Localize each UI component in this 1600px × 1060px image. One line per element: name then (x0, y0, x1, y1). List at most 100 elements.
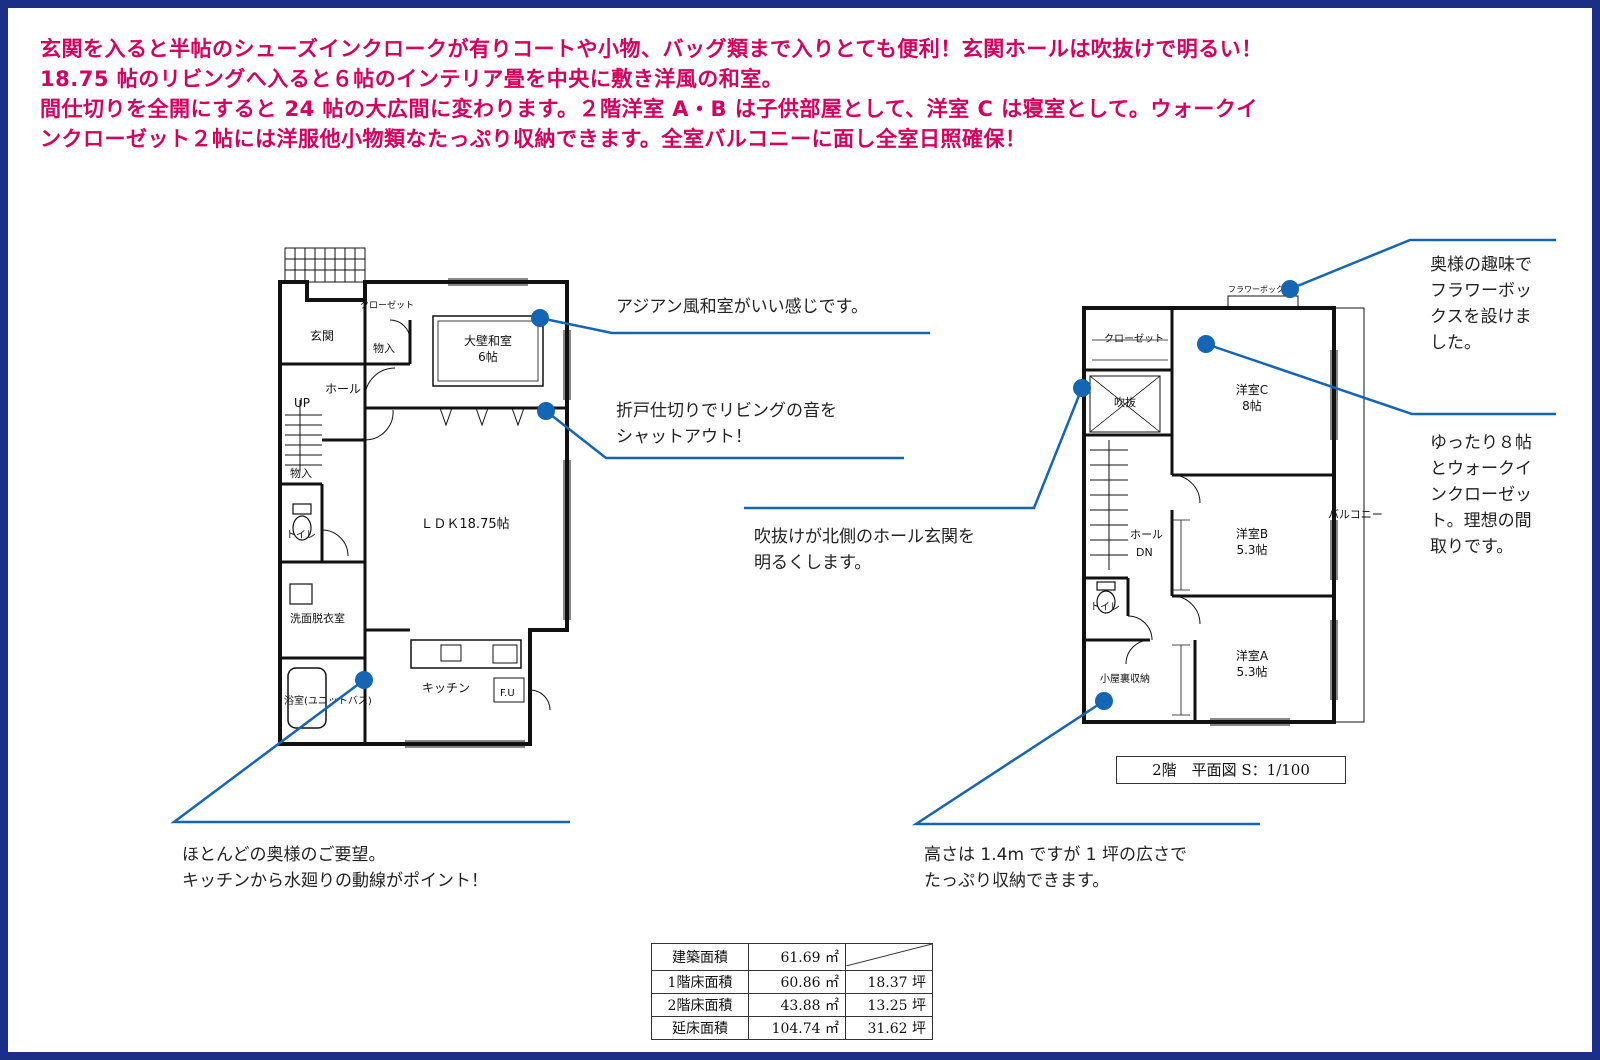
porch-grid (284, 247, 366, 283)
note-flowerbox: 奥様の趣味で フラワーボッ クスを設けま した。 (1430, 252, 1532, 356)
label-room-b-name: 洋室B (1236, 526, 1268, 541)
label-washitsu-name: 大壁和室 (464, 333, 512, 348)
headline-line-4: ンクローゼット２帖には洋服他小物類なたっぷり収納できます。全室バルコニーに面し全… (40, 127, 1027, 151)
note-mizumawari-line-2: キッチンから水廻りの動線がポイント！ (182, 871, 488, 891)
tatami-inner (437, 320, 539, 382)
table-row: 2階床面積 43.88 ㎡ 13.25 坪 (651, 993, 933, 1017)
balcony-outline (1333, 307, 1365, 723)
label-f1-closet: クローゼット (360, 299, 414, 311)
label-room-a-name: 洋室A (1236, 648, 1269, 663)
label-dn: DN (1136, 546, 1153, 559)
area-sqm: 43.88 ㎡ (748, 993, 846, 1017)
label-monoire-1: 物入 (373, 341, 395, 355)
table-row: 建築面積 61.69 ㎡ (651, 943, 933, 971)
floor-1-windows (405, 278, 571, 748)
note-flowerbox-line-4: した。 (1430, 333, 1481, 353)
note-koyaura: 高さは 1.4m ですが 1 坪の広さで たっぷり収納できます。 (924, 842, 1187, 894)
label-balcony: バルコニー (1328, 508, 1383, 521)
dot-washitsu (531, 309, 549, 327)
headline-line-1: 玄関を入ると半帖のシューズインクロークが有りコートや小物、バッグ類まで入りとても… (40, 37, 1263, 61)
area-label: 1階床面積 (651, 970, 749, 994)
floor-1-outer-wall (278, 280, 569, 746)
dot-mizumawari (355, 671, 373, 689)
label-fukinuke: 吹抜 (1114, 395, 1136, 409)
table-row: 延床面積 104.74 ㎡ 31.62 坪 (651, 1016, 933, 1040)
floor-2-door-swings (1125, 474, 1201, 665)
label-room-b-size: 5.3帖 (1236, 542, 1267, 557)
label-fu: F.U (500, 688, 515, 699)
note-fukinuke-line-2: 明るくします。 (754, 553, 872, 573)
note-mizumawari-line-1: ほとんどの奥様のご要望。 (182, 845, 386, 865)
label-f1-hall: ホール (325, 382, 361, 396)
floor-1-labels: 玄関 クローゼット 物入 大壁和室 6帖 ホール UP 物入 トイレ ＬＤＫ18… (284, 299, 515, 707)
floor-2-stairs (1090, 440, 1128, 570)
note-orido-line-1: 折戸仕切りでリビングの音を (616, 401, 837, 421)
label-f2-hall: ホール (1130, 528, 1163, 541)
note-walkin-line-3: ンクローゼッ (1430, 485, 1532, 505)
label-monoire-2: 物入 (290, 466, 312, 480)
note-washitsu-line-1: アジアン風和室がいい感じです。 (616, 297, 868, 317)
area-sqm: 61.69 ㎡ (748, 943, 846, 971)
note-flowerbox-line-1: 奥様の趣味で (1430, 255, 1532, 275)
floor-2-windows (1210, 350, 1338, 726)
label-genkan: 玄関 (310, 328, 334, 343)
floor-2-toilet-tank (1096, 581, 1116, 591)
diagonal-slash (845, 943, 933, 967)
label-yokushitsu: 浴室(ユニットバス) (284, 694, 372, 707)
label-f1-toilet: トイレ (286, 530, 316, 541)
note-walkin-line-2: とウォークイ (1430, 459, 1532, 479)
leader-fukinuke (744, 387, 1084, 510)
area-tsubo: 13.25 坪 (845, 993, 933, 1017)
label-koyaura: 小屋裏収納 (1100, 672, 1150, 685)
label-f2-closet: クローゼット (1104, 333, 1164, 345)
area-label: 延床面積 (651, 1016, 749, 1040)
kitchen-counter (410, 639, 522, 669)
dot-koyaura (1095, 692, 1113, 710)
leader-koyaura (911, 699, 1260, 826)
flower-box-outline (1227, 295, 1299, 309)
bathtub (287, 667, 327, 729)
headline: 玄関を入ると半帖のシューズインクロークが有りコートや小物、バッグ類まで入りとても… (40, 34, 1560, 154)
headline-line-2: 18.75 帖のリビングへ入ると６帖のインテリア畳を中央に敷き洋風の和室。 (40, 67, 784, 91)
floor-2-labels: フラワーボックス クローゼット 吹抜 洋室C 8帖 ホール DN 洋室B 5.3… (1090, 285, 1383, 685)
floor-2-closet-hatching (1092, 339, 1190, 716)
label-f2-toilet: トイレ (1090, 602, 1120, 613)
floor-2-scale-label: 2階 平面図 S：1/100 (1116, 756, 1346, 784)
note-walkin-line-4: ト。理想の間 (1430, 511, 1532, 531)
floor-1-stairs (285, 400, 322, 470)
dot-orido (537, 402, 555, 420)
kitchen-stove (492, 644, 518, 664)
note-orido-line-2: シャットアウト！ (616, 427, 752, 447)
dot-flowerbox (1281, 280, 1299, 298)
note-walkin-line-1: ゆったり８帖 (1430, 433, 1532, 453)
label-ldk: ＬＤＫ18.75帖 (420, 517, 509, 532)
leader-mizumawari (170, 678, 570, 824)
area-label: 2階床面積 (651, 993, 749, 1017)
note-koyaura-line-2: たっぷり収納できます。 (924, 871, 1110, 891)
note-walkin-line-5: 取りです。 (1430, 537, 1514, 557)
label-kitchen: キッチン (422, 681, 470, 695)
area-sqm: 60.86 ㎡ (748, 970, 846, 994)
area-label: 建築面積 (651, 943, 749, 971)
fridge-unit (493, 677, 525, 703)
floor-1-plan (278, 247, 571, 748)
label-f2-flowerbox: フラワーボックス (1228, 285, 1292, 294)
washbasin (289, 583, 313, 605)
floor-1-toilet-bowl (292, 515, 312, 541)
area-tsubo: 18.37 坪 (845, 970, 933, 994)
note-walkin: ゆったり８帖 とウォークイ ンクローゼッ ト。理想の間 取りです。 (1430, 430, 1532, 560)
note-fukinuke: 吹抜けが北側のホール玄関を 明るくします。 (754, 524, 975, 576)
fukinuke-void (1089, 375, 1161, 433)
area-tsubo: 31.62 坪 (845, 1016, 933, 1040)
note-orido: 折戸仕切りでリビングの音を シャットアウト！ (616, 398, 837, 450)
headline-line-3: 間仕切りを全開にすると 24 帖の大広間に変わります。２階洋室 A・B は子供部… (40, 97, 1258, 121)
dot-fukinuke (1073, 379, 1091, 397)
kitchen-sink (440, 644, 462, 662)
note-koyaura-line-1: 高さは 1.4m ですが 1 坪の広さで (924, 845, 1188, 865)
floor-1-toilet-tank (292, 503, 312, 515)
table-row: 1階床面積 60.86 ㎡ 18.37 坪 (651, 970, 933, 994)
note-mizumawari: ほとんどの奥様のご要望。 キッチンから水廻りの動線がポイント！ (182, 842, 488, 894)
dot-walkin (1197, 335, 1215, 353)
label-room-c-name: 洋室C (1236, 382, 1268, 397)
